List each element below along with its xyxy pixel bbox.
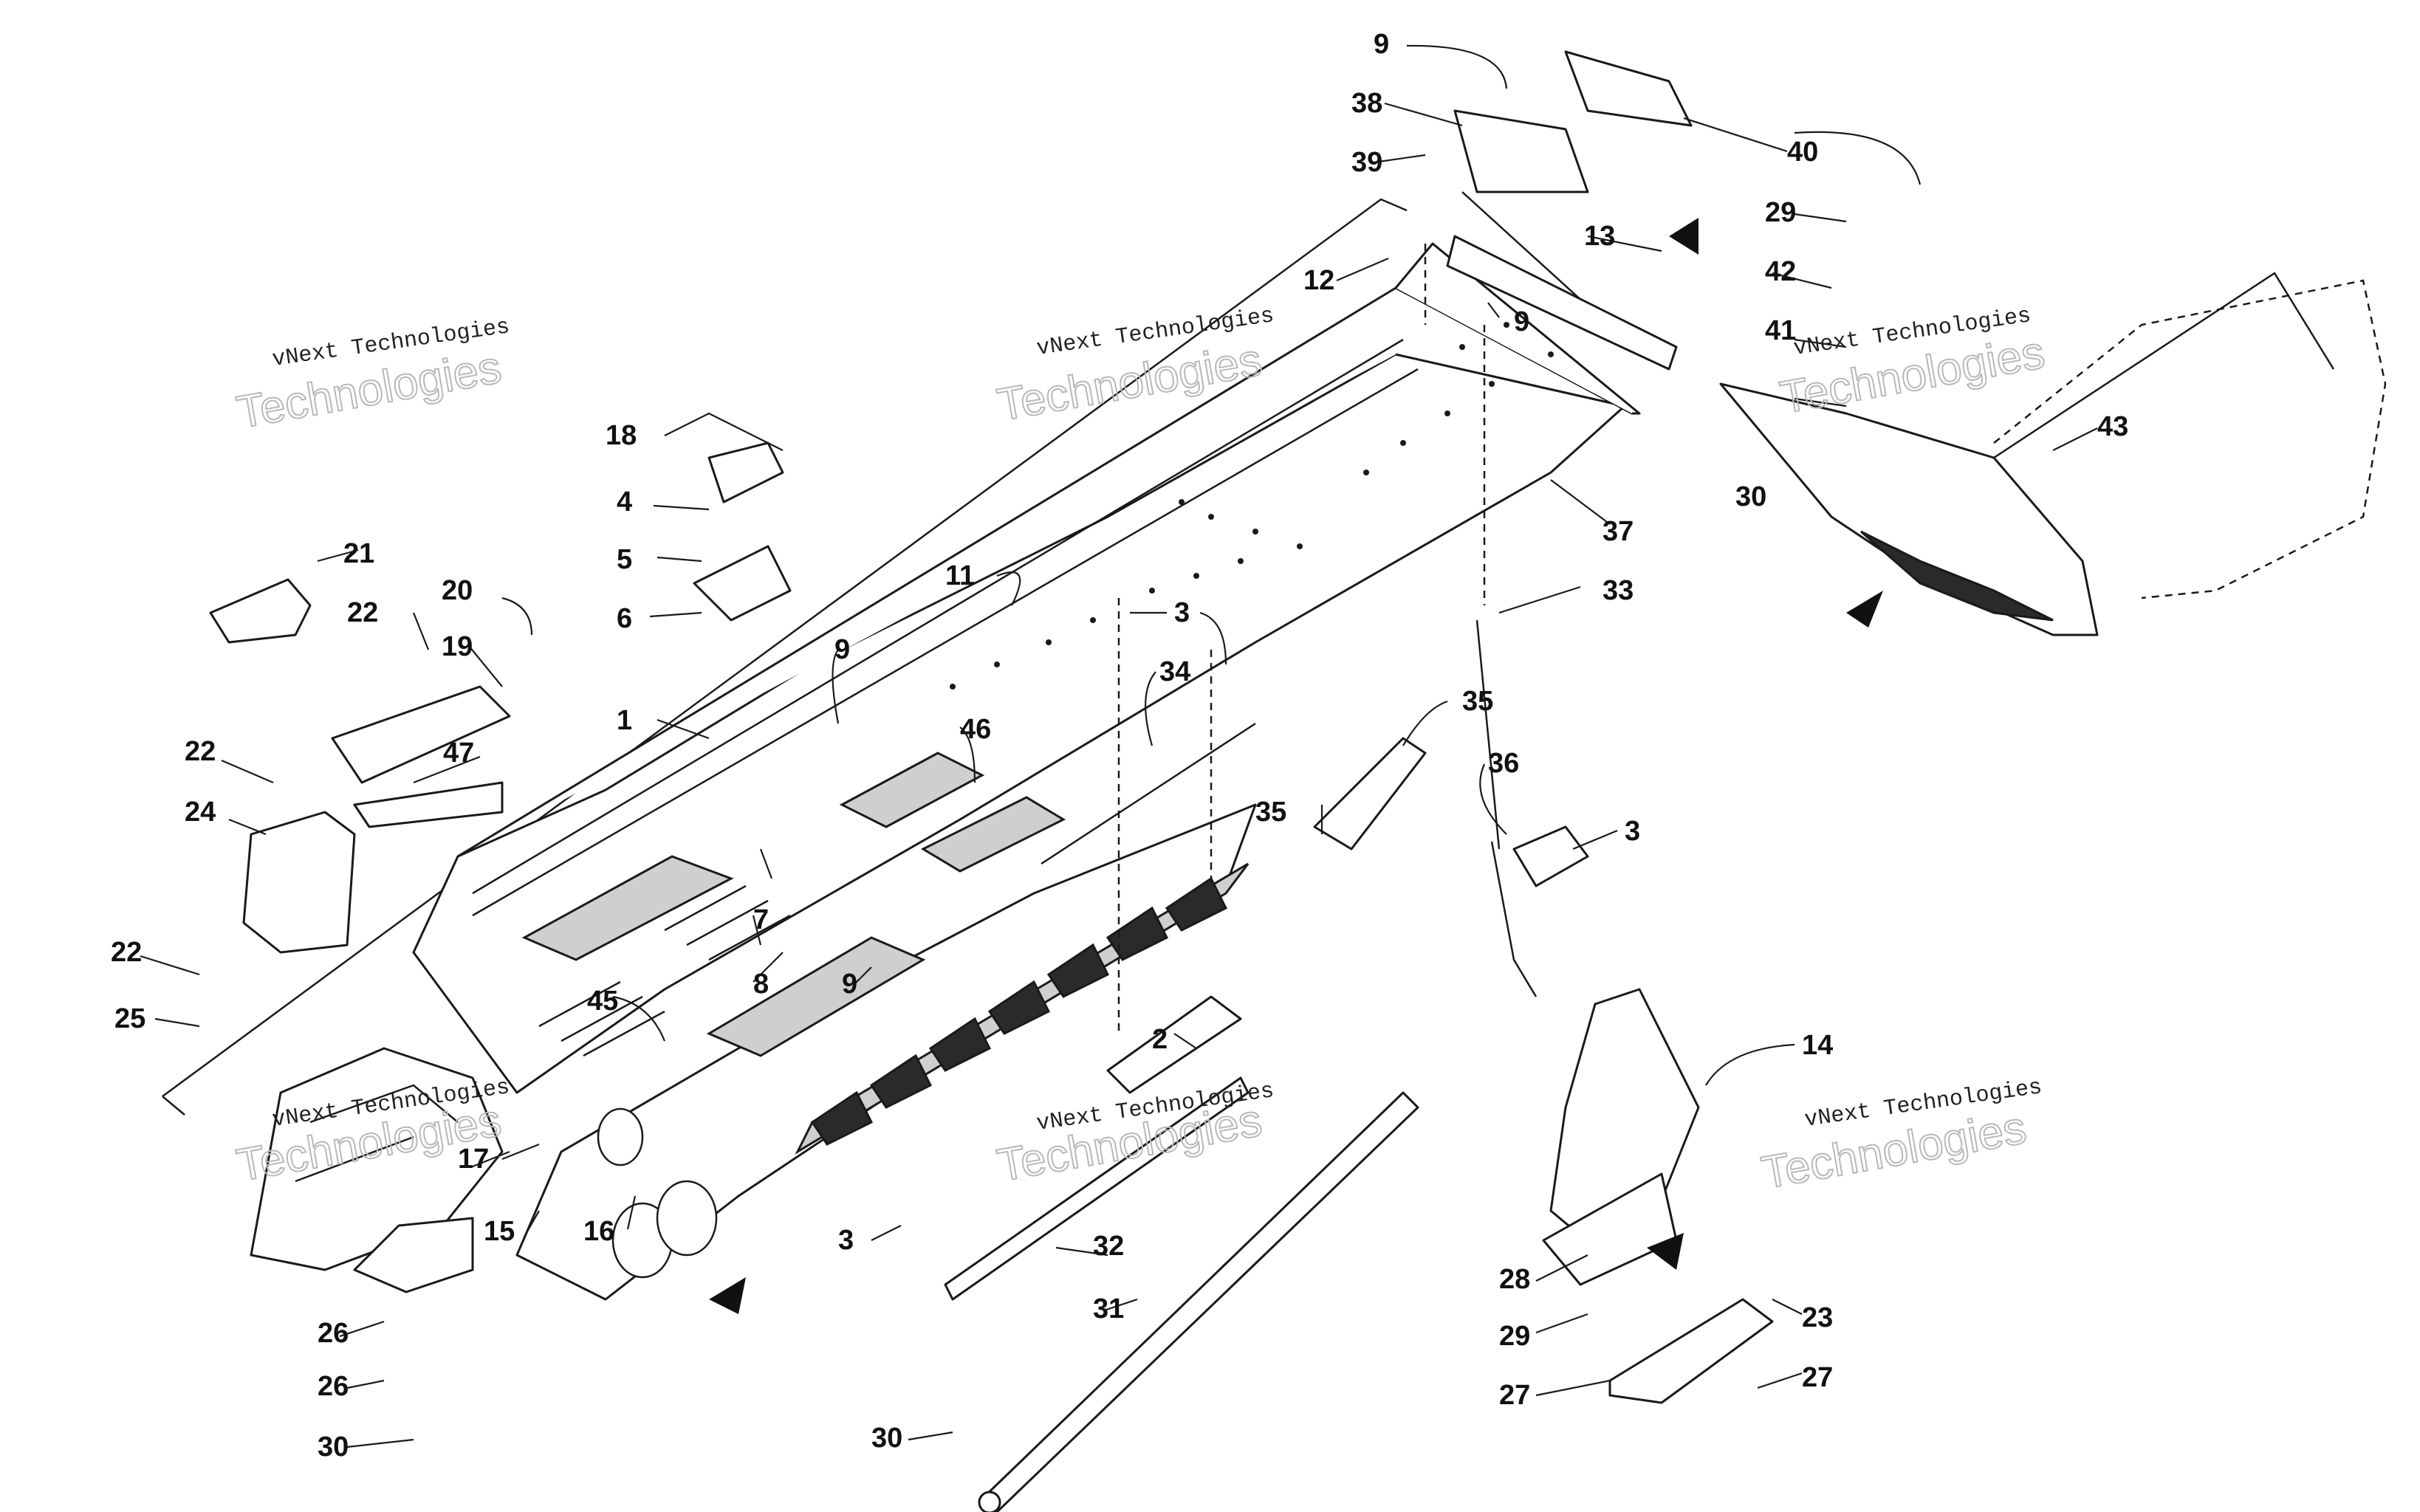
right-footrest	[1542, 988, 1774, 1404]
assembly-outline	[162, 198, 1408, 1116]
callout-leaders	[140, 44, 2098, 1449]
callout-3-top: 3	[1174, 597, 1190, 628]
left-front-parts	[209, 441, 792, 1293]
callout-26-left: 26	[318, 1371, 349, 1402]
rear-axle-rod	[978, 1091, 1419, 1512]
callout-1: 1	[617, 705, 632, 736]
callout-31: 30	[871, 1423, 902, 1454]
callout-22-right: 23	[1802, 1302, 1833, 1333]
running-board	[515, 803, 1257, 1301]
callout-10: 11	[945, 560, 975, 591]
front-bulkhead	[250, 1047, 504, 1271]
callout-13: 14	[1802, 1030, 1833, 1061]
callout-43: 42	[1765, 256, 1796, 287]
callout-14: 15	[484, 1216, 515, 1247]
callout-15: 16	[583, 1216, 614, 1247]
callout-2: 2	[1152, 1024, 1168, 1055]
callout-30-right: 30	[1735, 481, 1766, 512]
callout-33: 32	[1093, 1231, 1124, 1262]
callout-46: 46	[960, 714, 991, 745]
assembly-guide-lines	[1117, 244, 1501, 1034]
rear-mount-bar	[1446, 235, 1678, 371]
callout-18: 19	[442, 631, 473, 662]
callout-30-bottom: 30	[318, 1432, 349, 1463]
callout-21: 22	[347, 597, 378, 628]
callout-12: 13	[1584, 221, 1615, 252]
callout-16: 17	[458, 1144, 489, 1175]
callout-4: 4	[617, 487, 632, 518]
callout-26-right: 27	[1802, 1362, 1833, 1393]
foam-pads	[521, 752, 1066, 1057]
callout-7: 7	[753, 904, 769, 935]
callout-45: 45	[587, 986, 618, 1017]
callout-22-left: 22	[185, 736, 216, 767]
callout-22-lower: 22	[111, 937, 142, 968]
callout-41: 40	[1787, 137, 1818, 168]
tunnel-assembly	[412, 242, 1641, 1094]
light-bracket-parts	[1313, 737, 1589, 997]
callout-44: 43	[2097, 411, 2128, 442]
callout-6: 6	[617, 603, 632, 634]
rear-bumper	[1719, 272, 2387, 636]
callout-27: 27	[1499, 1380, 1530, 1411]
callout-5: 5	[617, 544, 632, 575]
callout-8: 8	[753, 969, 769, 1000]
rear-flap-bracket	[1453, 50, 1693, 340]
callout-39: 38	[1351, 88, 1382, 119]
callout-17: 18	[606, 420, 637, 451]
callout-9-top: 9	[1374, 29, 1389, 60]
callout-40: 39	[1351, 147, 1382, 178]
callout-25: 26	[318, 1318, 349, 1349]
callout-30-top: 29	[1765, 197, 1796, 228]
callout-28: 28	[1499, 1264, 1530, 1295]
tunnel-rivet-holes	[950, 322, 1554, 690]
callout-42: 41	[1765, 315, 1796, 346]
callout-35-right: 35	[1255, 797, 1286, 828]
callout-20: 21	[343, 538, 374, 569]
callout-37: 36	[1488, 748, 1519, 779]
callout-29: 29	[1499, 1321, 1530, 1352]
callout-36: 35	[1462, 686, 1493, 717]
direction-arrows	[709, 218, 1883, 1314]
callout-38: 37	[1603, 516, 1634, 547]
callout-3-right: 3	[1625, 816, 1640, 847]
side-rail-parts	[944, 995, 1250, 1301]
callout-19: 20	[442, 575, 473, 606]
callout-3-low: 3	[838, 1225, 854, 1256]
callout-9-mount: 9	[1514, 306, 1529, 337]
callout-24: 25	[114, 1003, 145, 1034]
callout-32: 31	[1093, 1293, 1124, 1324]
callout-labels: 9 38 39 40 13 12 9 37 33 11 3 34 9 46 35…	[111, 29, 2128, 1463]
callout-23: 24	[185, 797, 216, 828]
callout-9-low: 9	[842, 969, 857, 1000]
callout-35-left: 34	[1159, 656, 1190, 687]
callout-34: 33	[1603, 575, 1634, 606]
traction-cutouts	[810, 876, 1228, 1146]
callout-47: 47	[443, 738, 474, 769]
callout-11: 12	[1303, 265, 1334, 296]
callout-9-mid: 9	[834, 634, 850, 665]
